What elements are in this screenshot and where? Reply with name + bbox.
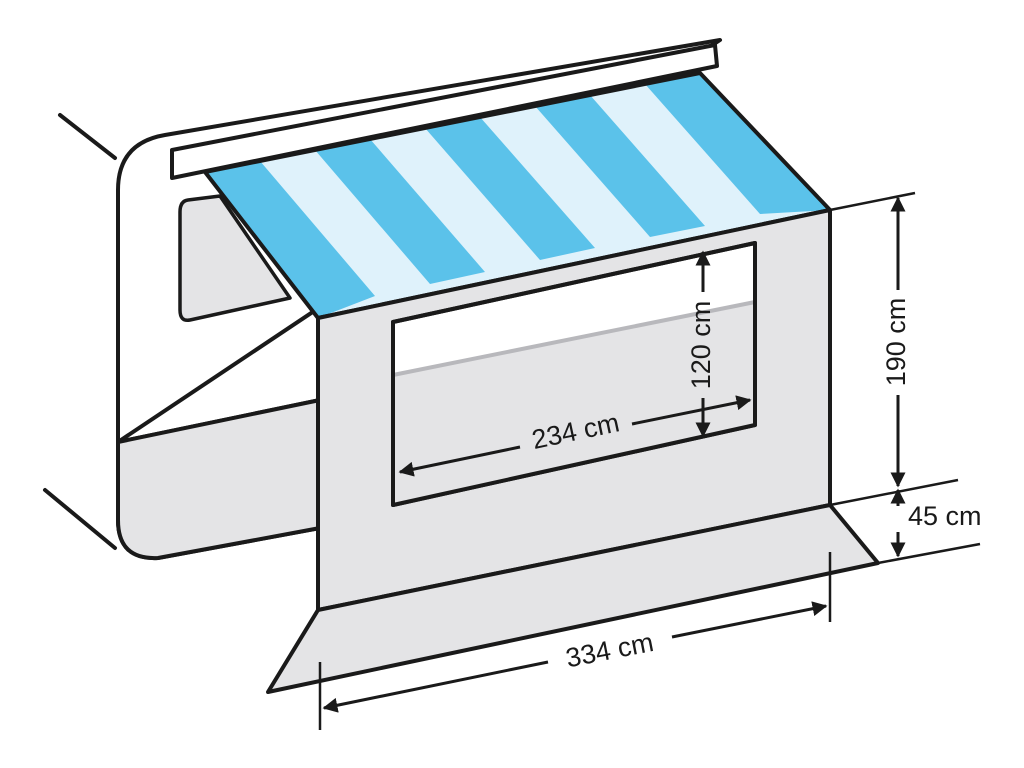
dim-skirt-extension-bottom bbox=[877, 542, 981, 565]
awning-canopy bbox=[203, 71, 832, 320]
dim-skirt-height-label: 45 cm bbox=[908, 501, 982, 531]
dim-wall-height-extension-top bbox=[829, 191, 916, 212]
dim-window-width-arrow-left bbox=[398, 445, 521, 477]
canopy-stripe bbox=[535, 95, 705, 237]
caravan-lower-panel bbox=[116, 398, 322, 561]
dim-total-width-label: 334 cm bbox=[563, 627, 656, 673]
dim-total-width-arrow-left bbox=[322, 660, 549, 713]
caravan-floor-edge bbox=[43, 488, 117, 550]
window-view-horizon bbox=[392, 300, 756, 377]
dimension-lines bbox=[318, 191, 981, 730]
front-wall-window-frame bbox=[391, 241, 757, 507]
canopy-stripe bbox=[205, 161, 375, 318]
dim-window-width-arrow-right bbox=[631, 395, 752, 426]
caravan-roof-edge bbox=[58, 113, 117, 160]
front-wall bbox=[316, 208, 832, 612]
dim-total-width-arrow-right bbox=[671, 601, 828, 639]
canopy-stripe bbox=[315, 139, 485, 284]
caravan-window bbox=[178, 194, 292, 323]
canopy-stripe bbox=[425, 117, 595, 260]
dim-window-height-label: 120 cm bbox=[686, 301, 716, 390]
canopy-stripe bbox=[645, 73, 830, 214]
dim-wall-height-label: 190 cm bbox=[881, 298, 911, 387]
awning-rail bbox=[170, 43, 719, 180]
